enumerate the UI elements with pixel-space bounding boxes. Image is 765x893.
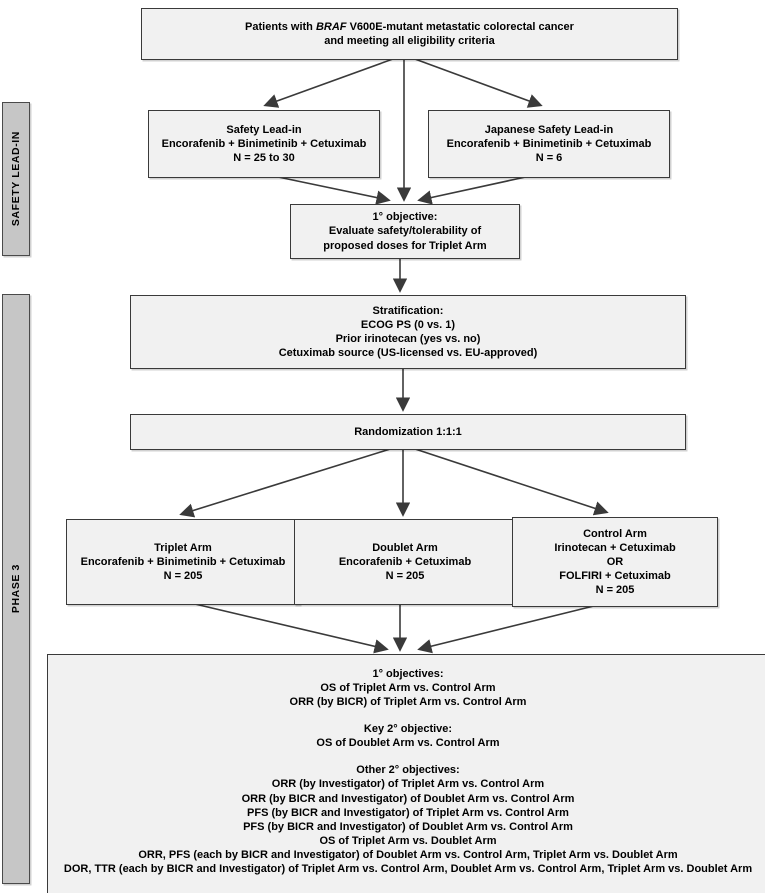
triplet-arm-title: Triplet Arm xyxy=(154,541,212,554)
arrow-triplet-to-objectives xyxy=(177,599,389,654)
safety-lead-in-box: Safety Lead-in Encorafenib + Binimetinib… xyxy=(148,110,380,178)
eligibility-line2: and meeting all eligibility criteria xyxy=(324,35,495,47)
japanese-safety-lead-in-box: Japanese Safety Lead-in Encorafenib + Bi… xyxy=(428,110,670,178)
japanese-safety-lead-in-n: N = 6 xyxy=(535,152,563,165)
braf-gene-name: BRAF xyxy=(315,20,347,33)
eligibility-line1: Patients with BRAF V600E-mutant metastat… xyxy=(245,20,574,34)
other-secondary-objectives-group: Other 2° objectives: ORR (by Investigato… xyxy=(64,763,752,876)
phase-3-bar: PHASE 3 xyxy=(2,294,30,884)
stratification-box: Stratification: ECOG PS (0 vs. 1) Prior … xyxy=(130,295,686,369)
primary-objective-line: ORR (by BICR) of Triplet Arm vs. Control… xyxy=(289,696,527,709)
control-arm-n: N = 205 xyxy=(595,584,635,597)
control-arm-box: Control Arm Irinotecan + Cetuximab OR FO… xyxy=(512,517,718,607)
other-secondary-objective-line: PFS (by BICR and Investigator) of Double… xyxy=(243,820,573,833)
japanese-safety-lead-in-title: Japanese Safety Lead-in xyxy=(484,123,614,136)
phase-3-label: PHASE 3 xyxy=(10,564,22,614)
doublet-arm-regimen: Encorafenib + Cetuximab xyxy=(338,555,472,568)
other-secondary-objective-line: DOR, TTR (each by BICR and Investigator)… xyxy=(63,862,753,875)
arrow-eligibility-to-jp-leadin xyxy=(403,54,543,108)
primary-objectives-title: 1° objectives: xyxy=(372,668,444,680)
safety-lead-in-title: Safety Lead-in xyxy=(226,123,302,136)
other-secondary-objectives-title: Other 2° objectives: xyxy=(356,764,460,777)
randomization-label: Randomization 1:1:1 xyxy=(354,425,462,438)
triplet-arm-box: Triplet Arm Encorafenib + Binimetinib + … xyxy=(66,519,300,605)
arrow-control-to-objectives xyxy=(417,601,611,654)
primary-objective-line3: proposed doses for Triplet Arm xyxy=(323,239,487,252)
triplet-arm-n: N = 205 xyxy=(163,570,203,583)
doublet-arm-box: Doublet Arm Encorafenib + Cetuximab N = … xyxy=(294,519,516,605)
control-arm-title: Control Arm xyxy=(583,527,647,540)
primary-objective-line2: Evaluate safety/tolerability of xyxy=(328,225,482,238)
japanese-safety-lead-in-regimen: Encorafenib + Binimetinib + Cetuximab xyxy=(446,137,652,150)
stratification-factor-ecog: ECOG PS (0 vs. 1) xyxy=(360,318,456,331)
safety-lead-in-regimen: Encorafenib + Binimetinib + Cetuximab xyxy=(161,137,367,150)
stratification-factor-cetuximab-source: Cetuximab source (US-licensed vs. EU-app… xyxy=(278,347,538,360)
control-arm-regimen-2: FOLFIRI + Cetuximab xyxy=(559,570,671,583)
stratification-factor-irinotecan: Prior irinotecan (yes vs. no) xyxy=(335,333,481,345)
safety-lead-in-phase-bar: SAFETY LEAD-IN xyxy=(2,102,30,256)
key-secondary-objective-line: OS of Doublet Arm vs. Control Arm xyxy=(316,737,500,750)
other-secondary-objective-line: ORR (by Investigator) of Triplet Arm vs.… xyxy=(271,778,545,791)
control-arm-or: OR xyxy=(606,555,624,568)
doublet-arm-n: N = 205 xyxy=(385,570,425,583)
primary-objective-line: OS of Triplet Arm vs. Control Arm xyxy=(320,682,496,695)
eligibility-box: Patients with BRAF V600E-mutant metastat… xyxy=(141,8,678,60)
eligibility-line1-pre: Patients with xyxy=(245,20,316,33)
primary-objective-box: 1° objective: Evaluate safety/tolerabili… xyxy=(290,204,520,259)
phase3-objectives-box: 1° objectives: OS of Triplet Arm vs. Con… xyxy=(47,654,765,893)
primary-objective-title: 1° objective: xyxy=(372,211,438,224)
control-arm-regimen-1: Irinotecan + Cetuximab xyxy=(554,541,676,554)
triplet-arm-regimen: Encorafenib + Binimetinib + Cetuximab xyxy=(80,555,286,568)
other-secondary-objective-line: OS of Triplet Arm vs. Doublet Arm xyxy=(319,834,497,847)
other-secondary-objective-line: ORR, PFS (each by BICR and Investigator)… xyxy=(138,848,678,861)
safety-lead-in-n: N = 25 to 30 xyxy=(233,152,295,165)
eligibility-line1-post: V600E-mutant metastatic colorectal cance… xyxy=(346,20,574,33)
key-secondary-objective-group: Key 2° objective: OS of Doublet Arm vs. … xyxy=(316,722,499,750)
safety-lead-in-phase-label: SAFETY LEAD-IN xyxy=(10,131,22,227)
doublet-arm-title: Doublet Arm xyxy=(372,541,438,554)
other-secondary-objective-line: ORR (by BICR and Investigator) of Double… xyxy=(241,792,575,805)
other-secondary-objective-line: PFS (by BICR and Investigator) of Triple… xyxy=(247,806,569,819)
randomization-box: Randomization 1:1:1 xyxy=(130,414,686,450)
key-secondary-objective-title: Key 2° objective: xyxy=(363,723,453,736)
arrow-eligibility-to-leadin xyxy=(263,54,405,108)
stratification-title: Stratification: xyxy=(372,304,444,317)
arrow-randomization-to-triplet xyxy=(179,444,404,518)
primary-objectives-group: 1° objectives: OS of Triplet Arm vs. Con… xyxy=(290,667,527,709)
arrow-randomization-to-control xyxy=(402,444,609,516)
